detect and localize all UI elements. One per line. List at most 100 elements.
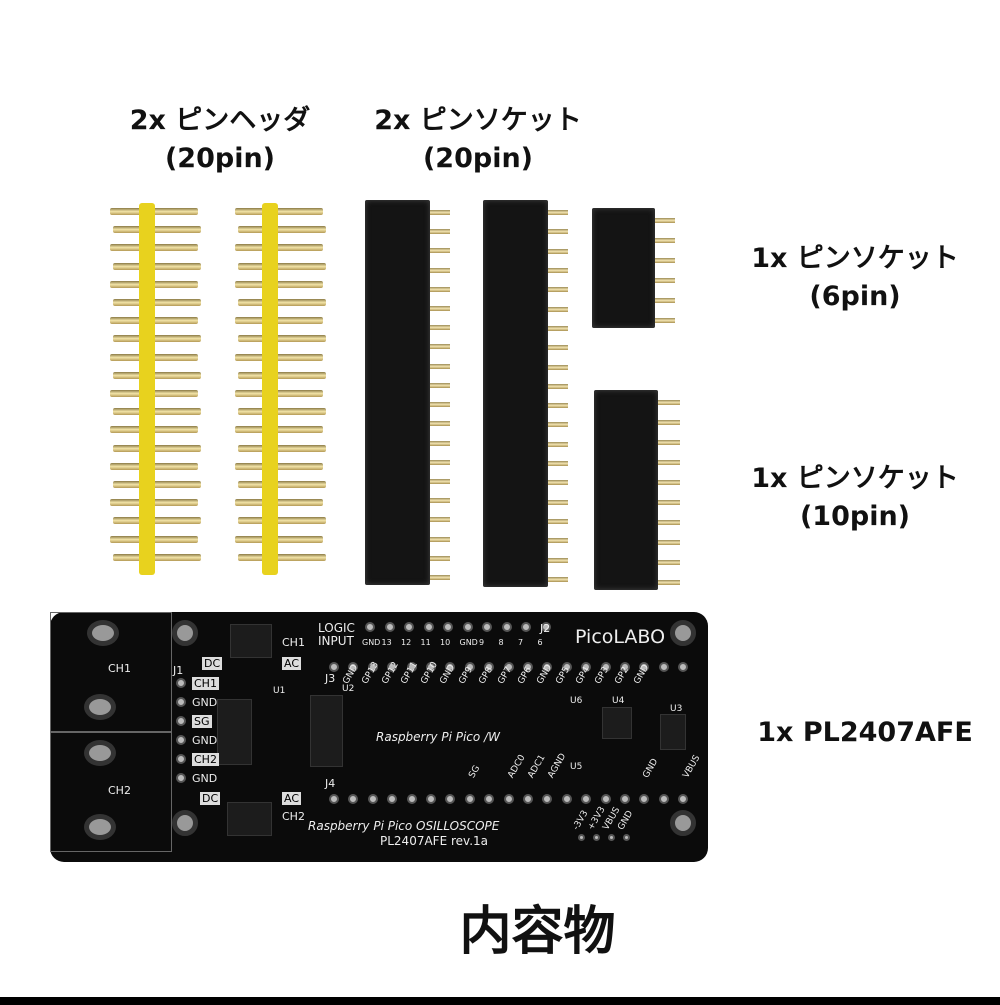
socket-pin xyxy=(548,422,568,428)
picolabo-logo: PicoLABO xyxy=(575,626,666,648)
header-pin xyxy=(235,426,323,434)
header-pin xyxy=(113,371,201,379)
header-pin xyxy=(113,262,201,270)
j2-pin-label: 12 xyxy=(401,638,412,647)
header-pin xyxy=(235,353,323,361)
j3-pad xyxy=(484,662,495,672)
j4-pad xyxy=(503,794,514,804)
j1-label: J1 xyxy=(173,664,184,677)
pin-socket-body xyxy=(592,208,655,328)
socket-pin xyxy=(658,520,680,525)
socket-pin xyxy=(658,540,680,545)
j3-pin-label: GP7 xyxy=(496,665,515,686)
mount-hole xyxy=(670,620,696,646)
j3-pin-label: GP10 xyxy=(418,660,440,686)
j4-pad xyxy=(484,794,495,804)
j2-pin-label: GND xyxy=(362,638,381,647)
j4-label: J4 xyxy=(325,777,336,790)
j3-pin-label: GP11 xyxy=(399,660,421,686)
ch2-switch-label: CH2 xyxy=(282,810,305,823)
header-pin xyxy=(113,444,201,452)
socket-pin xyxy=(658,480,680,485)
j3-pin-label: GND xyxy=(438,663,458,686)
j1-pin-label: SG xyxy=(192,715,212,728)
j1-pad xyxy=(176,754,186,764)
j3-pad xyxy=(503,662,514,672)
socket-pin xyxy=(430,344,450,350)
j4-pad xyxy=(426,794,436,804)
mount-hole xyxy=(172,620,198,646)
j4-pad xyxy=(387,794,398,804)
j2-pin-label: 6 xyxy=(537,638,543,647)
j3-pin-label: GND xyxy=(341,663,361,686)
j4-pad xyxy=(542,794,553,804)
pin-socket-20-label: 2x ピンソケット(20pin) xyxy=(358,102,598,178)
header-pin xyxy=(235,462,323,470)
j3-pad xyxy=(367,662,378,672)
u3-label: U3 xyxy=(670,704,683,714)
j3-pad xyxy=(600,662,611,672)
u3-chip xyxy=(660,714,686,750)
u2-chip xyxy=(310,695,343,767)
ch2-switch xyxy=(227,802,272,836)
socket-pin xyxy=(548,383,568,389)
socket-pin xyxy=(658,420,680,425)
label-line: (20pin) xyxy=(164,143,276,174)
socket-pin xyxy=(655,238,675,243)
mount-hole xyxy=(670,810,696,836)
header-pin xyxy=(235,244,323,252)
revision-label: PL2407AFE rev.1a xyxy=(380,834,488,848)
socket-pin xyxy=(430,478,450,484)
socket-pin xyxy=(548,538,568,544)
j2-pad xyxy=(404,622,414,632)
label-line: 1x ピンソケット xyxy=(751,463,959,494)
j1-pad xyxy=(176,735,186,745)
u1-chip xyxy=(217,699,252,765)
j2-pad xyxy=(482,622,492,632)
j2-pin-label: 9 xyxy=(479,638,485,647)
ch1-area xyxy=(50,612,172,732)
u2-label: U2 xyxy=(342,684,355,694)
power-pad xyxy=(593,834,600,841)
pin-header-label: 2x ピンヘッダ (20pin) xyxy=(100,102,340,178)
j3-pin-label: GP4 xyxy=(574,665,592,686)
socket-pin xyxy=(655,258,675,263)
header-pin xyxy=(238,553,326,561)
header-pin xyxy=(113,553,201,561)
j4-pin-label: SG xyxy=(467,764,483,780)
j4-pad xyxy=(561,794,572,804)
header-pin xyxy=(238,481,326,488)
socket-pin xyxy=(548,325,568,331)
j3-pad xyxy=(329,662,339,672)
power-pad xyxy=(623,834,630,841)
header-pin xyxy=(238,262,326,270)
socket-pin xyxy=(548,519,568,525)
j2-pin-label: 8 xyxy=(498,638,504,647)
socket-pin xyxy=(430,210,450,215)
j3-pin-label: GND xyxy=(632,663,652,686)
j4-pad xyxy=(329,794,339,804)
socket-pin xyxy=(430,421,450,427)
header-pin xyxy=(235,499,323,507)
j4-pin-label: ADC0 xyxy=(506,753,528,780)
j3-pin-label: GP3 xyxy=(593,665,612,686)
ch1-switch-label: CH1 xyxy=(282,636,305,649)
header-plastic-strip xyxy=(262,203,278,575)
j1-pin-label: GND xyxy=(192,772,218,785)
header-pin xyxy=(113,299,201,306)
header-pin xyxy=(113,226,201,234)
socket-pin xyxy=(548,441,568,447)
label-line: 2x ピンヘッダ xyxy=(129,105,311,136)
socket-pin xyxy=(430,325,450,331)
j2-pin-label: 11 xyxy=(420,638,431,647)
j4-pin-label: AGND xyxy=(546,751,569,780)
j3-pin-label: GP6 xyxy=(515,665,534,686)
j1-pad xyxy=(176,697,186,707)
bnc-hole xyxy=(84,740,116,766)
header-pin xyxy=(235,208,323,215)
socket-pin xyxy=(548,480,568,486)
j1-pin-label: CH2 xyxy=(192,753,219,766)
j3-pad xyxy=(658,662,669,672)
u4-chip xyxy=(602,707,632,739)
product-name: Raspberry Pi Pico OSILLOSCOPE xyxy=(308,819,500,833)
